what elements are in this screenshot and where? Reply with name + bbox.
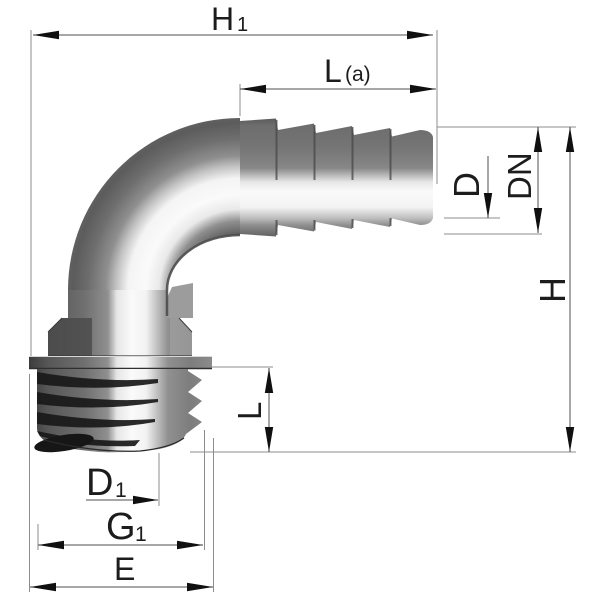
dim-label-la: L xyxy=(324,53,342,89)
arrowhead-up xyxy=(264,368,274,393)
threaded-stud xyxy=(37,369,202,453)
fitting-vertical-body xyxy=(68,288,167,320)
arrowhead-down xyxy=(483,193,493,218)
arrowhead-down xyxy=(565,427,575,452)
dim-label-la-note: (a) xyxy=(345,63,371,86)
thread-ridge xyxy=(37,431,140,447)
fitting-elbow xyxy=(68,118,240,290)
hex-nut-left-facet xyxy=(48,318,92,356)
thread-ridge xyxy=(37,392,158,408)
dim-label-d: D xyxy=(446,172,487,198)
arrowhead-left xyxy=(33,30,59,40)
dim-h: H xyxy=(190,127,576,453)
dim-label-e: E xyxy=(114,551,135,587)
arrowhead-right xyxy=(410,84,436,94)
flange-washer xyxy=(29,356,212,369)
dimensions: H 1 L (a) D DN xyxy=(29,1,576,592)
dim-label-dn: DN xyxy=(501,152,538,200)
dim-d1: D 1 xyxy=(86,453,160,506)
arrowhead-left xyxy=(240,84,266,94)
hex-nut-right-facet xyxy=(170,318,192,356)
thread-ridges xyxy=(37,372,158,447)
hex-nut-chamfer-edges xyxy=(47,317,193,333)
fitting-inner-wall-face xyxy=(167,283,193,318)
dim-d: D xyxy=(444,156,500,219)
dim-label-d1-sub: 1 xyxy=(115,479,127,502)
thread-ridge xyxy=(37,372,158,388)
arrowhead-right xyxy=(177,540,203,550)
barb-notch-shadows xyxy=(275,120,392,235)
dim-e: E xyxy=(29,374,214,592)
arrowhead-down xyxy=(533,208,543,233)
arrowhead-right xyxy=(187,582,213,592)
dim-label-l: L xyxy=(231,402,268,420)
arrowhead-down xyxy=(264,427,274,452)
arrowhead-right xyxy=(407,30,433,40)
arrowhead-up xyxy=(565,127,575,152)
dim-label-h1: H xyxy=(211,1,234,37)
thread-ridge xyxy=(37,412,155,428)
dim-h1: H 1 xyxy=(30,1,438,356)
dim-la: L (a) xyxy=(239,53,436,116)
dim-label-h1-sub: 1 xyxy=(237,14,248,36)
dim-label-g1: G xyxy=(106,506,136,548)
arrowhead-right xyxy=(133,495,158,505)
dim-dn: DN xyxy=(437,126,576,235)
arrowhead-up xyxy=(533,127,543,152)
arrowhead-left xyxy=(30,582,56,592)
fitting-elbow-inner-rim xyxy=(165,233,241,316)
dim-label-h: H xyxy=(532,277,573,303)
dim-l: L xyxy=(211,366,274,452)
dim-label-g1-sub: 1 xyxy=(135,523,147,546)
fitting-hose-barb-tail xyxy=(240,118,433,237)
stud-bottom-edge xyxy=(43,437,185,452)
fitting xyxy=(29,118,433,453)
dim-g1: G 1 xyxy=(37,430,205,550)
arrowhead-left xyxy=(38,540,64,550)
dim-label-d1: D xyxy=(86,462,113,504)
